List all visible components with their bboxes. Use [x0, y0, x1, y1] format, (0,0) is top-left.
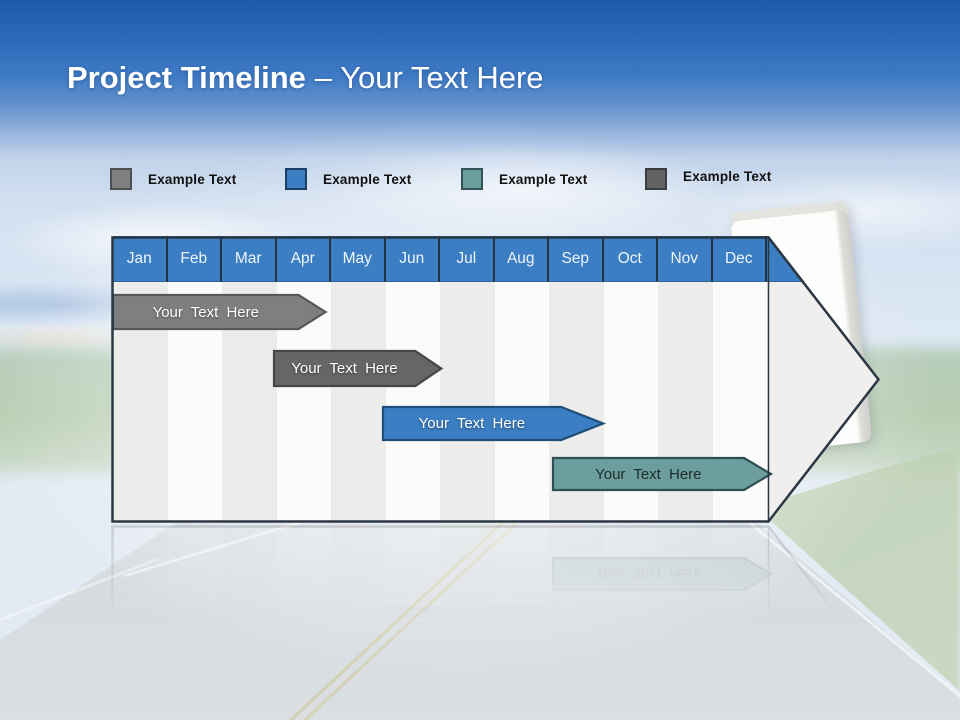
legend-swatch-gray	[110, 168, 132, 190]
task-bar-label: Your Text Here	[152, 303, 259, 321]
legend-item-4[interactable]: Example Text	[645, 168, 771, 190]
task-bar-4[interactable]: Your Text Here	[551, 456, 773, 492]
legend-label: Example Text	[683, 169, 772, 184]
title-bold-text: Project Timeline	[67, 60, 306, 95]
legend-label: Example Text	[148, 171, 237, 187]
legend-swatch-darkgray	[645, 168, 667, 190]
task-bar-label: Your Text Here	[291, 360, 398, 377]
task-bar-label: Your Text Here	[595, 465, 702, 483]
legend-swatch-blue	[285, 168, 307, 190]
task-bar-1[interactable]: Your Text Here	[111, 293, 328, 331]
legend-label: Example Text	[323, 171, 412, 187]
slide-title[interactable]: Project Timeline– Your Text Here	[67, 60, 544, 96]
task-bar-2[interactable]: Your Text Here	[272, 349, 444, 388]
legend-item-2[interactable]: Example Text	[285, 168, 411, 190]
title-regular-text: – Your Text Here	[314, 60, 544, 95]
legend-label: Example Text	[499, 171, 588, 187]
task-bar-label: Your Text Here	[418, 415, 526, 432]
task-bar-3[interactable]: Your Text Here	[381, 405, 606, 442]
legend-swatch-teal	[461, 168, 483, 190]
legend-item-3[interactable]: Example Text	[461, 168, 587, 190]
legend-item-1[interactable]: Example Text	[110, 168, 236, 190]
